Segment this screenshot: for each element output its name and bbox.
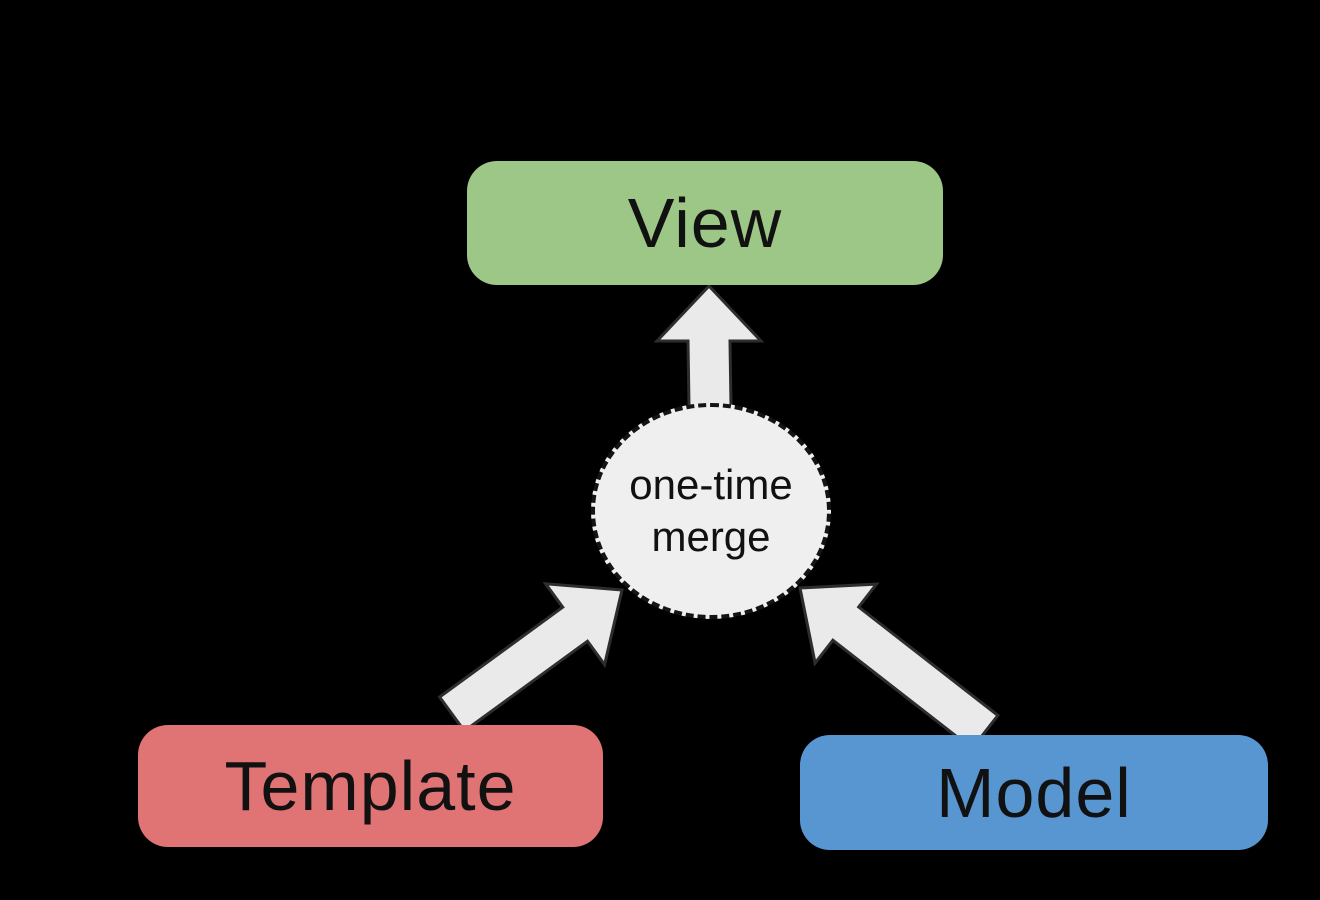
merge-label-line2: merge: [651, 513, 771, 560]
arrow-template-to-merge-icon: [437, 582, 624, 734]
template-node-label: Template: [224, 747, 517, 825]
merge-label-line1: one-time: [629, 461, 793, 508]
arrow-merge-to-view-icon: [653, 283, 765, 408]
merge-node: one-time merge: [591, 403, 831, 619]
view-node-label: View: [627, 184, 783, 262]
model-node-label: Model: [936, 753, 1132, 832]
view-node: View: [467, 161, 943, 285]
arrow-model-to-merge-icon: [798, 582, 1001, 751]
template-node: Template: [138, 725, 603, 847]
model-node: Model: [800, 735, 1268, 850]
